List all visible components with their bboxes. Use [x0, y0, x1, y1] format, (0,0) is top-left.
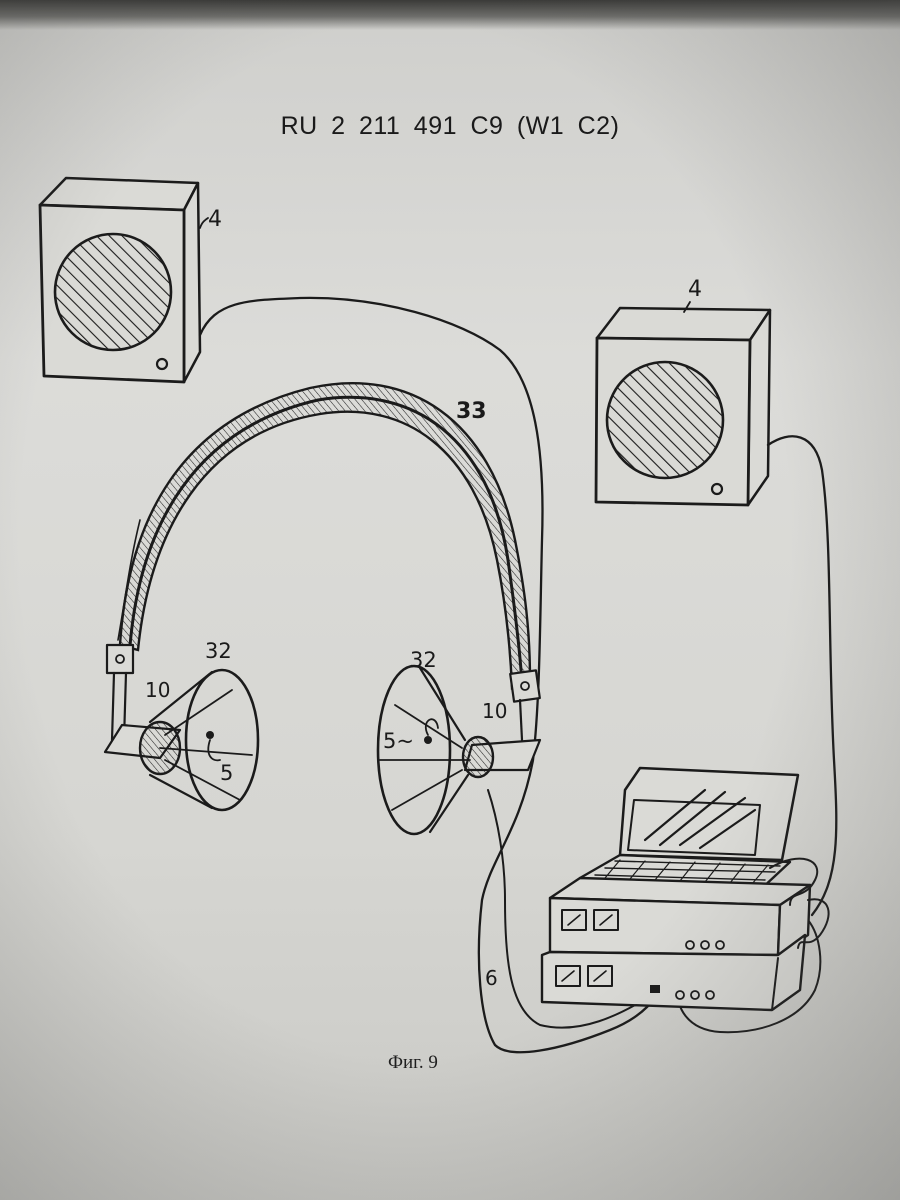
label-driver-right: 10	[482, 699, 507, 723]
cable-6	[198, 296, 670, 1054]
label-mic-right: 5~	[383, 729, 414, 753]
label-cable: 6	[485, 966, 498, 990]
speaker-right	[594, 306, 772, 507]
laptop-keyboard	[594, 859, 781, 885]
speaker-left	[38, 176, 202, 384]
label-speaker-left: 4	[208, 207, 222, 232]
cable-speaker-right	[766, 435, 838, 917]
photo-edge-shadow	[0, 0, 900, 30]
label-cup-left: 32	[205, 639, 232, 663]
headband	[117, 382, 532, 690]
label-mic-left: 5	[220, 761, 233, 785]
speaker-grille-right	[607, 362, 723, 478]
label-headband: 33	[456, 399, 487, 424]
computer-rack	[540, 766, 830, 1012]
label-driver-left: 10	[145, 678, 170, 702]
speaker-grille-left	[55, 234, 171, 350]
earcup-left	[103, 643, 260, 812]
speaker-led-right	[710, 482, 724, 496]
cables	[198, 296, 838, 1054]
label-cup-right: 32	[410, 648, 437, 672]
speaker-led-left	[155, 357, 169, 371]
figure-caption: Фиг. 9	[388, 1052, 438, 1073]
reference-labels: 4 4 33 32 32 10 10 5 5~ 6	[145, 207, 702, 990]
earcup-right	[376, 664, 542, 836]
patent-number-header: RU 2 211 491 C9 (W1 C2)	[280, 112, 620, 140]
label-speaker-right: 4	[688, 277, 702, 302]
